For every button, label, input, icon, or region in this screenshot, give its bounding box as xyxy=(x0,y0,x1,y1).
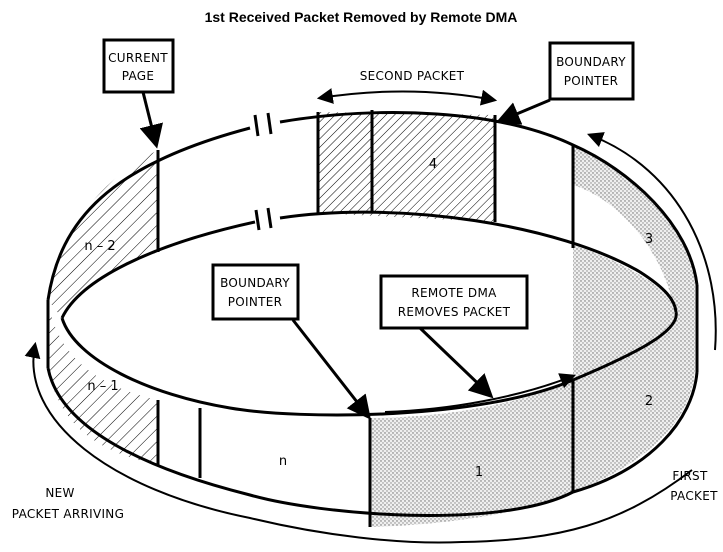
inner-rim-top-right xyxy=(279,210,678,313)
segment-n-1-label: n – 1 xyxy=(87,379,118,394)
segment-2-fill xyxy=(573,248,695,492)
new-packet-label-line1: NEW xyxy=(45,486,74,500)
diagram-title: 1st Received Packet Removed by Remote DM… xyxy=(205,9,518,25)
current-page-line1: CURRENT xyxy=(108,51,168,65)
segment-n-2-label: n – 2 xyxy=(84,239,115,254)
new-packet-arrow xyxy=(24,341,693,544)
inner-rim-top xyxy=(60,220,256,319)
boundary-pointer-inner-line1: BOUNDARY xyxy=(220,276,290,290)
remote-dma-line2: REMOVES PACKET xyxy=(398,305,511,319)
segment-1-label: 1 xyxy=(475,465,483,480)
segment-n-1-fill xyxy=(48,300,158,465)
outer-rim-top-right xyxy=(279,111,699,286)
second-packet-arrow xyxy=(316,88,498,106)
current-page-line2: PAGE xyxy=(122,69,155,83)
dma-direction-arrow xyxy=(384,373,576,413)
first-packet-arrow xyxy=(587,132,717,351)
current-page-callout: CURRENT PAGE xyxy=(102,38,175,149)
first-packet-label-line2: PACKET xyxy=(670,489,718,503)
break-mark-inner xyxy=(254,207,273,231)
break-mark-top xyxy=(253,112,273,137)
segment-n-2-fill xyxy=(48,150,158,318)
segment-4-fill xyxy=(318,112,495,222)
remote-dma-callout: REMOTE DMA REMOVES PACKET xyxy=(379,274,529,399)
segment-4-label: 4 xyxy=(429,157,437,172)
second-packet-label: SECOND PACKET xyxy=(360,69,465,83)
boundary-pointer-top-callout: BOUNDARY POINTER xyxy=(495,41,635,125)
boundary-pointer-top-line2: POINTER xyxy=(564,74,619,88)
remote-dma-line1: REMOTE DMA xyxy=(411,286,497,300)
boundary-pointer-top-line1: BOUNDARY xyxy=(556,55,626,69)
segment-n-label: n xyxy=(279,454,287,469)
outer-rim-top xyxy=(46,126,251,301)
segment-1-fill xyxy=(370,380,573,527)
boundary-pointer-inner-callout: BOUNDARY POINTER xyxy=(211,263,371,420)
segment-3-label: 3 xyxy=(645,232,653,247)
new-packet-label-line2: PACKET ARRIVING xyxy=(12,507,124,521)
first-packet-label-line1: FIRST xyxy=(672,469,708,483)
boundary-pointer-inner-line2: POINTER xyxy=(228,295,283,309)
segment-2-label: 2 xyxy=(645,394,653,409)
outer-rim-bottom xyxy=(46,367,699,517)
